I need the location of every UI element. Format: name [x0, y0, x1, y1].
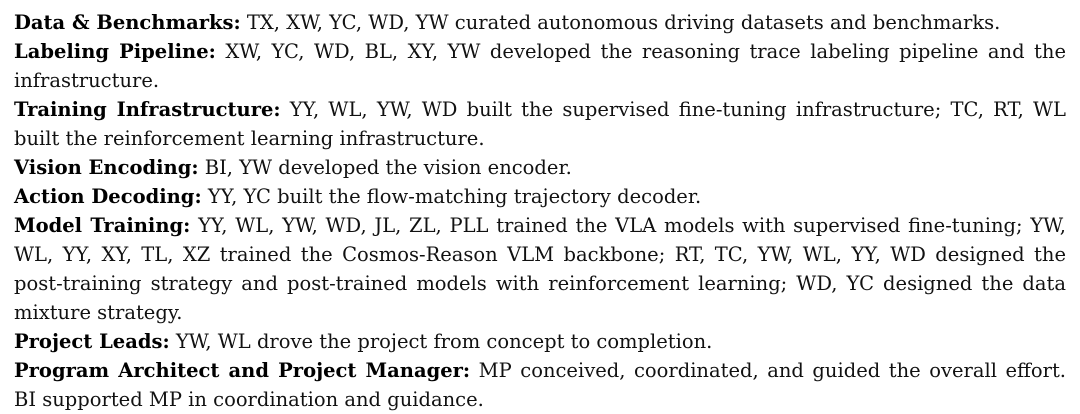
- contribution-entry-vision-encoding: Vision Encoding: BI, YW developed the vi…: [14, 153, 1066, 182]
- contribution-label: Labeling Pipeline:: [14, 40, 216, 63]
- contribution-label: Model Training:: [14, 214, 191, 237]
- contributions-section: Data & Benchmarks: TX, XW, YC, WD, YW cu…: [14, 8, 1066, 411]
- contribution-entry-labeling-pipeline: Labeling Pipeline: XW, YC, WD, BL, XY, Y…: [14, 37, 1066, 95]
- contribution-text: YW, WL drove the project from concept to…: [175, 330, 713, 353]
- contribution-label: Project Leads:: [14, 330, 170, 353]
- contribution-text: BI, YW developed the vision encoder.: [204, 156, 572, 179]
- contribution-entry-training-infrastructure: Training Infrastructure: YY, WL, YW, WD …: [14, 95, 1066, 153]
- contribution-entry-data-benchmarks: Data & Benchmarks: TX, XW, YC, WD, YW cu…: [14, 8, 1066, 37]
- contribution-entry-project-leads: Project Leads: YW, WL drove the project …: [14, 327, 1066, 356]
- contribution-entry-action-decoding: Action Decoding: YY, YC built the flow-m…: [14, 182, 1066, 211]
- contribution-entry-model-training: Model Training: YY, WL, YW, WD, JL, ZL, …: [14, 211, 1066, 327]
- contribution-label: Vision Encoding:: [14, 156, 199, 179]
- contribution-label: Data & Benchmarks:: [14, 11, 241, 34]
- contribution-text: XW, YC, WD, BL, XY, YW developed the rea…: [14, 40, 1066, 92]
- contribution-text: YY, WL, YW, WD, JL, ZL, PLL trained the …: [14, 214, 1066, 324]
- contribution-label: Program Architect and Project Manager:: [14, 359, 471, 382]
- contribution-text: TX, XW, YC, WD, YW curated autonomous dr…: [246, 11, 1001, 34]
- contribution-text: YY, WL, YW, WD built the supervised fine…: [14, 98, 1066, 150]
- contribution-text: YY, YC built the flow-matching trajector…: [207, 185, 702, 208]
- contribution-label: Action Decoding:: [14, 185, 202, 208]
- contribution-entry-program-architect: Program Architect and Project Manager: M…: [14, 356, 1066, 414]
- contribution-label: Training Infrastructure:: [14, 98, 281, 121]
